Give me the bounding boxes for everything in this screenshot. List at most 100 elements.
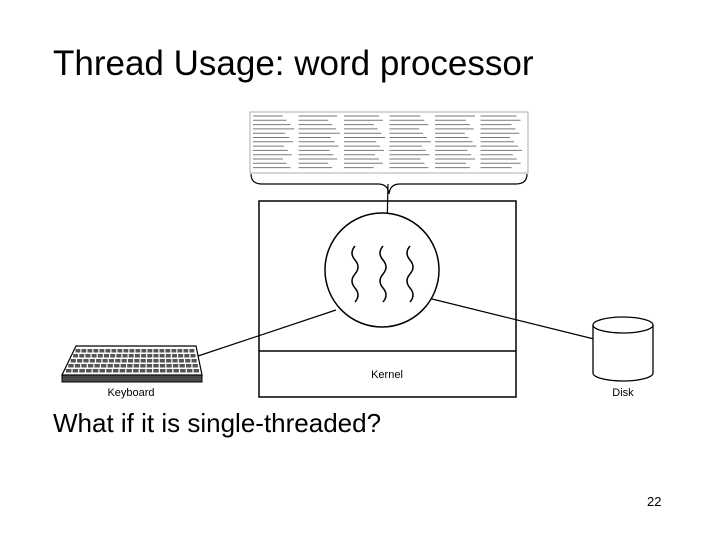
keyboard-key [93,349,99,353]
keyboard-key [79,369,85,373]
keyboard-key [166,369,173,373]
thread-2 [379,245,387,303]
keyboard-key [102,359,108,363]
disk-connection [427,297,599,341]
thread-1 [351,245,359,303]
keyboard-key [128,354,134,358]
keyboard-key [173,369,179,373]
keyboard-key [79,354,85,358]
keyboard-key [89,359,95,363]
keyboard-key [141,354,147,358]
keyboard-key [159,354,165,358]
keyboard-key [183,349,189,353]
keyboard-key [192,364,198,368]
keyboard-key [77,359,83,363]
keyboard-key [177,349,183,353]
keyboard-key [166,364,172,368]
keyboard-key [153,354,159,358]
keyboard-key [106,369,112,373]
keyboard-key [134,354,140,358]
keyboard-key [147,349,153,353]
thread-3 [406,245,414,303]
keyboard-key [121,359,127,363]
keyboard-key [73,354,79,358]
keyboard-key [165,349,171,353]
keyboard-key [147,354,153,358]
keyboard-key [159,364,166,368]
keyboard-key [171,349,177,353]
keyboard-key [110,354,116,358]
keyboard-key [104,354,109,358]
keyboard-key [92,369,99,373]
keyboard-key [97,354,103,358]
keyboard-key [153,369,159,373]
keyboard-key [99,349,105,353]
keyboard-key [101,364,107,368]
keyboard-key [81,364,87,368]
keyboard-key [83,359,89,363]
keyboard-key [112,369,119,373]
keyboard-key [185,359,191,363]
keyboard-key [94,364,100,368]
keyboard-key [135,349,141,353]
keyboard-key [85,354,91,358]
keyboard-key [166,359,172,363]
keyboard-key [178,359,184,363]
keyboard-key [111,349,117,353]
keyboard-label: Keyboard [107,387,154,399]
keyboard-key [74,364,81,368]
keyboard-key [117,349,123,353]
keyboard-key [186,369,193,373]
keyboard-key [146,369,153,373]
keyboard-key [86,369,92,373]
keyboard-key [68,364,74,368]
keyboard [61,345,203,383]
keyboard-key [179,364,185,368]
keyboard-key [107,364,113,368]
disk-icon [592,316,654,382]
disk-label: Disk [612,387,634,399]
keyboard-key [153,349,159,353]
keyboard-key [75,349,81,353]
keyboard-key [114,364,120,368]
keyboard-key [172,359,178,363]
keyboard-key [172,364,179,368]
keyboard-key [116,354,122,358]
keyboard-key [72,369,79,373]
keyboard-key [91,354,97,358]
keyboard-key [65,369,72,373]
keyboard-key [87,349,93,353]
keyboard-key [159,359,165,363]
keyboard-key [108,359,115,363]
keyboard-key [119,369,126,373]
keyboard-key [141,349,147,353]
document-pages [249,111,529,174]
keyboard-key [153,359,159,363]
keyboard-key [180,369,186,373]
keyboard-key [190,354,196,358]
keyboard-key [140,359,146,363]
keyboard-key [165,354,171,358]
keyboard-key [129,349,135,353]
keyboard-key [140,364,146,368]
keyboard-key [184,354,190,358]
keyboard-connection [194,309,337,358]
threads [351,245,414,303]
keyboard-key [99,369,106,373]
keyboard-key [96,359,102,363]
keyboard-key [134,359,140,363]
keyboard-key [70,359,76,363]
keyboard-key [122,354,128,358]
question-text: What if it is single-threaded? [53,408,382,438]
keyboard-key [171,354,177,358]
keyboard-key [139,369,146,373]
kernel-label: Kernel [371,369,403,381]
keyboard-key [159,349,165,353]
keyboard-key [123,349,129,353]
keyboard-key [126,369,132,373]
document-brace [250,173,528,195]
keyboard-key [133,364,140,368]
keyboard-key [178,354,184,358]
keyboard-key [127,364,133,368]
keyboard-key [186,364,192,368]
